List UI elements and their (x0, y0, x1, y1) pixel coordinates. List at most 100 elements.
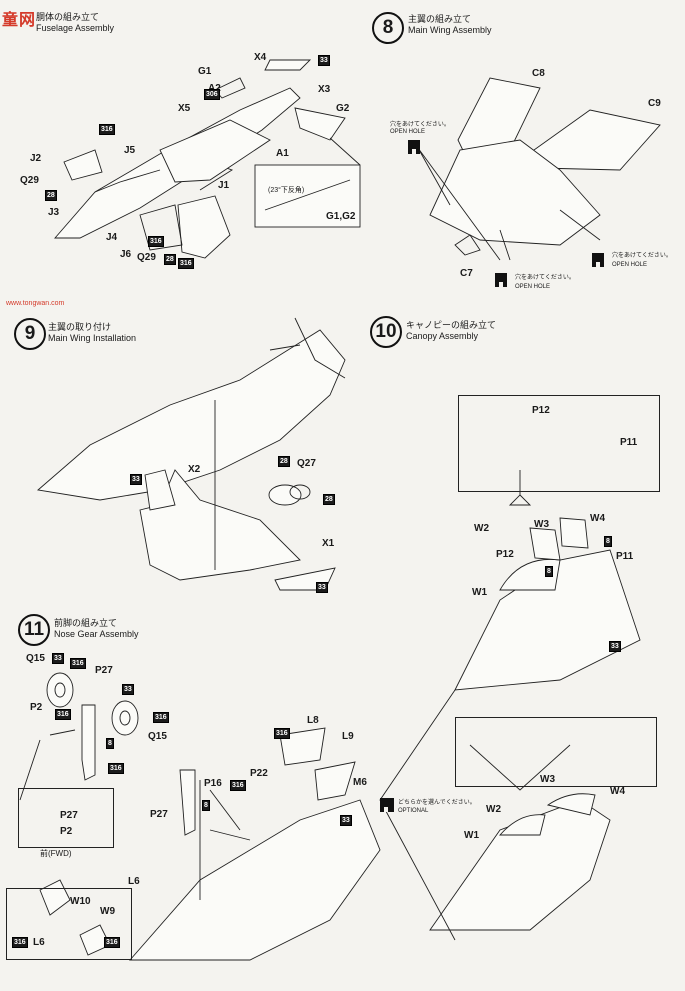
step-7-title-en: Fuselage Assembly (36, 23, 115, 33)
part-label: J3 (48, 207, 60, 218)
cement-badge: 33 (318, 55, 330, 66)
part-label: Q29 (20, 175, 39, 186)
cement-badge: 33 (340, 815, 352, 826)
part-label: Q27 (297, 458, 316, 469)
cement-badge: 316 (99, 124, 115, 135)
part-label: C7 (460, 268, 473, 279)
part-label: P2 (30, 702, 43, 713)
part-label: P16 (204, 778, 222, 789)
cement-badge: 8 (202, 800, 210, 811)
cement-badge: 316 (148, 236, 164, 247)
step-11-title-en: Nose Gear Assembly (54, 629, 139, 639)
part-label: X4 (254, 52, 267, 63)
drill-hole-icon (495, 273, 507, 287)
cement-badge: 28 (323, 494, 335, 505)
cement-badge: 316 (230, 780, 246, 791)
cement-badge: 316 (12, 937, 28, 948)
step-8-title-jp: 主翼の組み立て (408, 14, 472, 24)
part-label: P11 (616, 551, 634, 562)
cement-badge: 8 (106, 738, 114, 749)
cement-badge: 33 (130, 474, 142, 485)
part-label: W9 (100, 906, 115, 917)
part-label: J2 (30, 153, 42, 164)
drill-hole-icon (408, 140, 420, 154)
part-label: P12 (532, 405, 550, 416)
drill-hole-icon (592, 253, 604, 267)
hole-note-en: OPEN HOLE (612, 262, 648, 268)
part-label: W3 (540, 774, 555, 785)
part-label: X1 (322, 538, 335, 549)
step-10-number: 10 (370, 316, 402, 348)
part-label: Q15 (26, 653, 45, 664)
cement-badge: 33 (52, 653, 64, 664)
canopy-detail-inset (458, 395, 660, 492)
part-label: P22 (250, 768, 268, 779)
part-label: C8 (532, 68, 545, 79)
part-label: J4 (106, 232, 118, 243)
hole-note-en: OPEN HOLE (390, 129, 426, 135)
cement-badge: 33 (122, 684, 134, 695)
step-11-number: 11 (18, 614, 50, 646)
part-label: A1 (276, 148, 289, 159)
step-9-title: 主翼の取り付け Main Wing Installation (48, 322, 136, 344)
part-label: G1 (198, 66, 212, 77)
step-9-title-en: Main Wing Installation (48, 333, 137, 343)
part-label: P27 (60, 810, 78, 821)
part-label: X3 (318, 84, 331, 95)
part-label: X2 (188, 464, 201, 475)
part-label: P2 (60, 826, 73, 837)
cement-badge: 316 (153, 712, 169, 723)
part-label: P27 (150, 809, 168, 820)
part-label: C9 (648, 98, 661, 109)
cement-badge: 306 (204, 89, 220, 100)
forward-arrow-note: 前(FWD) (40, 849, 72, 858)
part-label: W4 (610, 786, 625, 797)
part-label: W2 (486, 804, 501, 815)
part-label: L6 (128, 876, 140, 887)
step-8-title: 主翼の組み立て Main Wing Assembly (408, 14, 492, 36)
canopy-closed-inset (455, 717, 657, 787)
step-9-number: 9 (14, 318, 46, 350)
watermark-logo: 童网 (2, 12, 37, 29)
part-label: G2 (336, 103, 350, 114)
part-label: Q29 (137, 252, 156, 263)
optional-note-en: OPTIONAL (398, 808, 429, 814)
optional-note-jp: どちらかを選んでください。 (398, 800, 476, 806)
part-label: J6 (120, 249, 132, 260)
step-10-title-jp: キャノピーの組み立て (406, 320, 497, 330)
cement-badge: 33 (316, 582, 328, 593)
nose-gear-detail-inset (18, 788, 114, 848)
cement-badge: 316 (108, 763, 124, 774)
step-9-title-jp: 主翼の取り付け (48, 322, 112, 332)
part-label: L6 (33, 937, 45, 948)
step-7-title: 胴体の組み立て Fuselage Assembly (36, 12, 114, 34)
cement-badge: 8 (604, 536, 612, 547)
hole-note-jp: 穴をあけてください。 (515, 275, 575, 281)
part-label: J1 (218, 180, 230, 191)
part-label: P11 (620, 437, 638, 448)
part-label: W2 (474, 523, 489, 534)
step-10-title-en: Canopy Assembly (406, 331, 479, 341)
part-label: L9 (342, 731, 354, 742)
gear-door-detail-inset (6, 888, 132, 960)
step-11-title-jp: 前脚の組み立て (54, 618, 118, 628)
part-label: A2 (208, 83, 221, 94)
part-label: P12 (496, 549, 514, 560)
step-10-title: キャノピーの組み立て Canopy Assembly (406, 320, 496, 342)
part-label: L8 (307, 715, 319, 726)
part-label: X5 (178, 103, 191, 114)
step-8-number: 8 (372, 12, 404, 44)
cement-badge: 316 (70, 658, 86, 669)
cement-badge: 8 (545, 566, 553, 577)
cement-badge: 316 (104, 937, 120, 948)
part-label: M6 (353, 777, 367, 788)
part-label: W1 (464, 830, 479, 841)
cement-badge: 316 (274, 728, 290, 739)
step-11-title: 前脚の組み立て Nose Gear Assembly (54, 618, 139, 640)
part-label: W3 (534, 519, 549, 530)
hole-note-jp: 穴をあけてください。 (612, 253, 672, 259)
cement-badge: 28 (45, 190, 57, 201)
cement-badge: 316 (55, 709, 71, 720)
watermark-url: www.tongwan.com (6, 300, 65, 307)
